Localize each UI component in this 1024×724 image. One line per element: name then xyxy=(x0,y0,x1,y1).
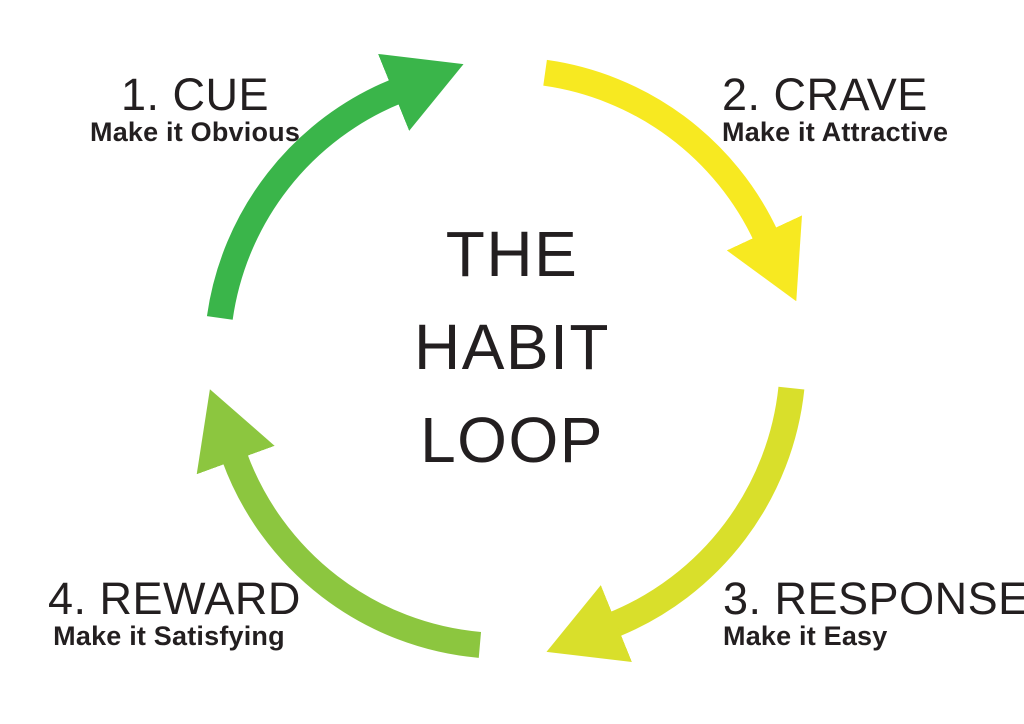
step-title-reward: 4.REWARD xyxy=(48,573,300,624)
step-number: 2. xyxy=(722,69,761,120)
diagram-title-line: HABIT xyxy=(414,311,610,383)
arrow-reward-to-cue xyxy=(196,389,482,658)
step-label-response: 3.RESPONSE Make it Easy xyxy=(723,573,1024,651)
step-subtitle-reward: Make it Satisfying xyxy=(53,621,285,651)
step-name: CRAVE xyxy=(773,69,928,120)
step-number: 4. xyxy=(48,573,87,624)
step-subtitle-response: Make it Easy xyxy=(723,621,888,651)
step-title-cue: 1.CUE xyxy=(90,72,300,117)
diagram-title-line: THE xyxy=(445,218,579,290)
arrow-crave-to-response xyxy=(543,59,802,302)
diagram-title: THE HABIT LOOP xyxy=(352,208,672,487)
arrow-response-to-reward xyxy=(546,386,805,663)
step-number: 1. xyxy=(120,69,160,120)
arrow-cue-to-crave xyxy=(206,53,464,320)
step-label-cue: 1.CUE Make it Obvious xyxy=(90,72,300,147)
step-name: CUE xyxy=(172,69,270,120)
step-subtitle-cue: Make it Obvious xyxy=(90,117,301,147)
step-subtitle-crave: Make it Attractive xyxy=(722,117,949,147)
step-title-response: 3.RESPONSE xyxy=(723,573,1024,624)
step-name: RESPONSE xyxy=(774,573,1024,624)
step-label-reward: 4.REWARD Make it Satisfying xyxy=(48,573,300,651)
step-title-crave: 2.CRAVE xyxy=(722,72,982,117)
diagram-title-line: LOOP xyxy=(420,404,604,476)
step-number: 3. xyxy=(723,573,762,624)
step-label-crave: 2.CRAVE Make it Attractive xyxy=(722,72,982,147)
step-name: REWARD xyxy=(99,573,301,624)
